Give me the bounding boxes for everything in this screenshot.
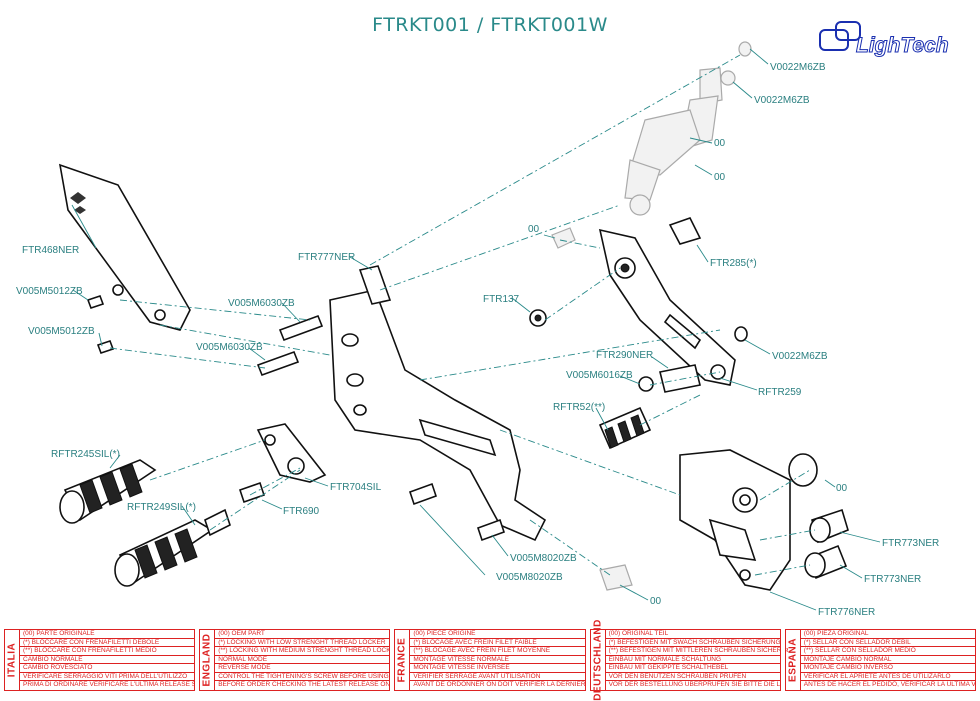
legend-country-label: FRANCE <box>396 637 408 683</box>
label-rftr52: RFTR52(**) <box>553 402 605 413</box>
legend-row: (**) BEFESTIGEN MIT MITTLEREN SCHRAUBEN … <box>605 647 780 656</box>
legend-block: ENGLAND(00) OEM PART(*) LOCKING WITH LOW… <box>199 629 391 691</box>
legend-row: (*) SELLAR CON SELLADOR DEBIL <box>800 639 975 647</box>
label-v005m5012zb-1: V005M5012ZB <box>16 286 83 297</box>
legend-row: ANTES DE HACER EL PEDIDO, VERIFICAR LA U… <box>803 681 975 688</box>
legend-row: CAMBIO NORMALE <box>20 656 195 664</box>
legend-row: EINBAU MIT GEKIPPTE SCHALTHEBEL <box>605 664 780 673</box>
legend-row: (00) PARTE ORIGINALE <box>20 630 195 639</box>
leader-lines <box>71 48 881 611</box>
legend-row: BEFORE ORDER CHECKING THE LATEST RELEASE… <box>218 681 390 688</box>
legend-row: VOR DEN BENUTZEN SCHRAUBEN PRUFEN <box>605 673 780 681</box>
label-v0022m6zb-2: V0022M6ZB <box>754 95 810 106</box>
peg-mount-plate <box>256 423 327 483</box>
legend-row: NORMAL MODE <box>215 656 390 664</box>
legend-row: VERIFICARE SERRAGGIO VITI PRIMA DELL'UTI… <box>20 673 195 681</box>
oem-shift-shaft <box>551 41 752 249</box>
legend-row: PRIMA DI ORDINARE VERIFICARE L'ULTIMA RE… <box>23 681 195 688</box>
label-oem-1: 00 <box>714 138 726 149</box>
label-ftr777ner: FTR777NER <box>298 252 355 263</box>
label-ftr704sil: FTR704SIL <box>330 482 382 493</box>
legend-country-label: ENGLAND <box>201 633 213 687</box>
bolts-left <box>86 294 324 504</box>
exploded-parts-diagram: LighTech <box>16 21 949 618</box>
label-v005m5012zb-2: V005M5012ZB <box>28 326 95 337</box>
legend-country-label: ITALIA <box>6 642 18 678</box>
label-ftr773ner-1: FTR773NER <box>882 538 939 549</box>
label-v005m6016zb: V005M6016ZB <box>566 370 633 381</box>
legend-row: CAMBIO ROVESCIATO <box>20 664 195 673</box>
label-v0022m6zb-3: V0022M6ZB <box>772 351 828 362</box>
label-oem-5: 00 <box>650 596 662 607</box>
lower-right-bracket <box>599 449 849 591</box>
legend-row: MONTAJE CAMBIO INVERSO <box>800 664 975 673</box>
legend-country: ENGLAND <box>200 630 216 690</box>
label-ftr690: FTR690 <box>283 506 320 517</box>
linkage-parts <box>529 309 748 393</box>
legend-country: ESPAÑA <box>786 630 801 690</box>
legend-row: (00) PIECE ORIGINE <box>410 630 585 639</box>
legend-country-label: ESPAÑA <box>787 638 799 682</box>
legend-row: MONTAGE VITESSE INVERSEE <box>410 664 585 673</box>
legend-row: MONTAGE VITESSE NORMALE <box>410 656 585 664</box>
multilingual-legend: ITALIA(00) PARTE ORIGINALE(*) BLOCCARE C… <box>4 619 976 701</box>
label-rftr245sil: RFTR245SIL(*) <box>51 449 120 460</box>
label-rftr249sil: RFTR249SIL(*) <box>127 502 196 513</box>
legend-row: (00) OEM PART <box>215 630 390 639</box>
legend-country: ITALIA <box>5 630 20 690</box>
brand-text: LighTech <box>856 34 949 57</box>
label-rftr259: RFTR259 <box>758 387 802 398</box>
legend-row: AVANT DE ORDONNER ON DOIT VERIFIER LA DE… <box>413 681 585 688</box>
legend-row: EINBAU MIT NORMALE SCHALTUNG <box>605 656 780 664</box>
label-ftr776ner: FTR776NER <box>818 607 875 618</box>
shift-lever <box>598 217 736 386</box>
label-ftr773ner-2: FTR773NER <box>864 574 921 585</box>
foot-pegs <box>59 459 231 587</box>
label-ftr285: FTR285(*) <box>710 258 757 269</box>
label-v005m8020zb-2: V005M8020ZB <box>496 572 563 583</box>
legend-block: DEUTSCHLAND(00) ORIGINAL TEIL(*) BEFESTI… <box>589 619 781 701</box>
legend-row: (*) BEFESTIGEN MIT SWACH SCHRAUBEN SICHE… <box>605 639 780 647</box>
legend-row: VERIFIER SERRAGE AVANT UTILISATION <box>410 673 585 681</box>
label-v005m6030zb-2: V005M6030ZB <box>196 342 263 353</box>
label-ftr137: FTR137 <box>483 294 520 305</box>
legend-row: MONTAJE CAMBIO NORMAL <box>800 656 975 664</box>
legend-row: (**) BLOCCARE CON FRENAFILETTI MEDIO <box>20 647 195 656</box>
legend-row: (**) SELLAR CON SELLADOR MEDIO <box>800 647 975 656</box>
legend-row: REVERSE MODE <box>215 664 390 673</box>
legend-row: (00) ORIGINAL TEIL <box>605 630 780 639</box>
legend-row: (00) PIEZA ORIGINAL <box>800 630 975 639</box>
label-v005m8020zb-1: V005M8020ZB <box>510 553 577 564</box>
label-oem-2: 00 <box>714 172 726 183</box>
legend-block: FRANCE(00) PIECE ORIGINE(*) BLOCAGE AVEC… <box>394 629 586 691</box>
heel-guard-plate <box>58 163 191 331</box>
legend-row: (**) LOCKING WITH MEDIUM STRENGHT THREAD… <box>215 647 390 656</box>
part-labels: V0022M6ZB V0022M6ZB 00 00 FTR468NER V005… <box>16 62 939 618</box>
shift-peg <box>598 406 652 450</box>
legend-row: (**) BLOCAGE AVEC FREIN FILET MOYENNE <box>410 647 585 656</box>
legend-country: DEUTSCHLAND <box>591 619 606 701</box>
legend-block: ITALIA(00) PARTE ORIGINALE(*) BLOCCARE C… <box>4 629 196 691</box>
legend-row: (*) BLOCAGE AVEC FREIN FILET FAIBLE <box>410 639 585 647</box>
legend-country: FRANCE <box>395 630 411 690</box>
label-v005m6030zb-1: V005M6030ZB <box>228 298 295 309</box>
legend-row: (*) LOCKING WITH LOW STRENGHT THREAD LOC… <box>215 639 390 647</box>
label-oem-4: 00 <box>836 483 848 494</box>
label-v0022m6zb-1: V0022M6ZB <box>770 62 826 73</box>
label-oem-3: 00 <box>528 224 540 235</box>
legend-country-label: DEUTSCHLAND <box>592 619 604 701</box>
label-ftr468ner: FTR468NER <box>22 245 79 256</box>
legend-row: VERIFICAR EL APRIETE ANTES DE UTILIZARLO <box>800 673 975 681</box>
lightech-logo: LighTech <box>819 21 949 58</box>
legend-row: CONTROL THE TIGHTENING'S SCREW BEFORE US… <box>215 673 390 681</box>
assembly-axes <box>109 54 816 576</box>
main-bracket <box>329 265 547 542</box>
legend-block: ESPAÑA(00) PIEZA ORIGINAL(*) SELLAR CON … <box>784 629 976 691</box>
bolts-bottom <box>408 482 506 542</box>
legend-row: VOR DER BESTELLUNG UBERPRUFEN SIE BITTE … <box>608 681 780 688</box>
legend-row: (*) BLOCCARE CON FRENAFILETTI DEBOLE <box>20 639 195 647</box>
diagram-title: FTRKT001 / FTRKT001W <box>372 14 608 36</box>
label-ftr290ner: FTR290NER <box>596 350 653 361</box>
